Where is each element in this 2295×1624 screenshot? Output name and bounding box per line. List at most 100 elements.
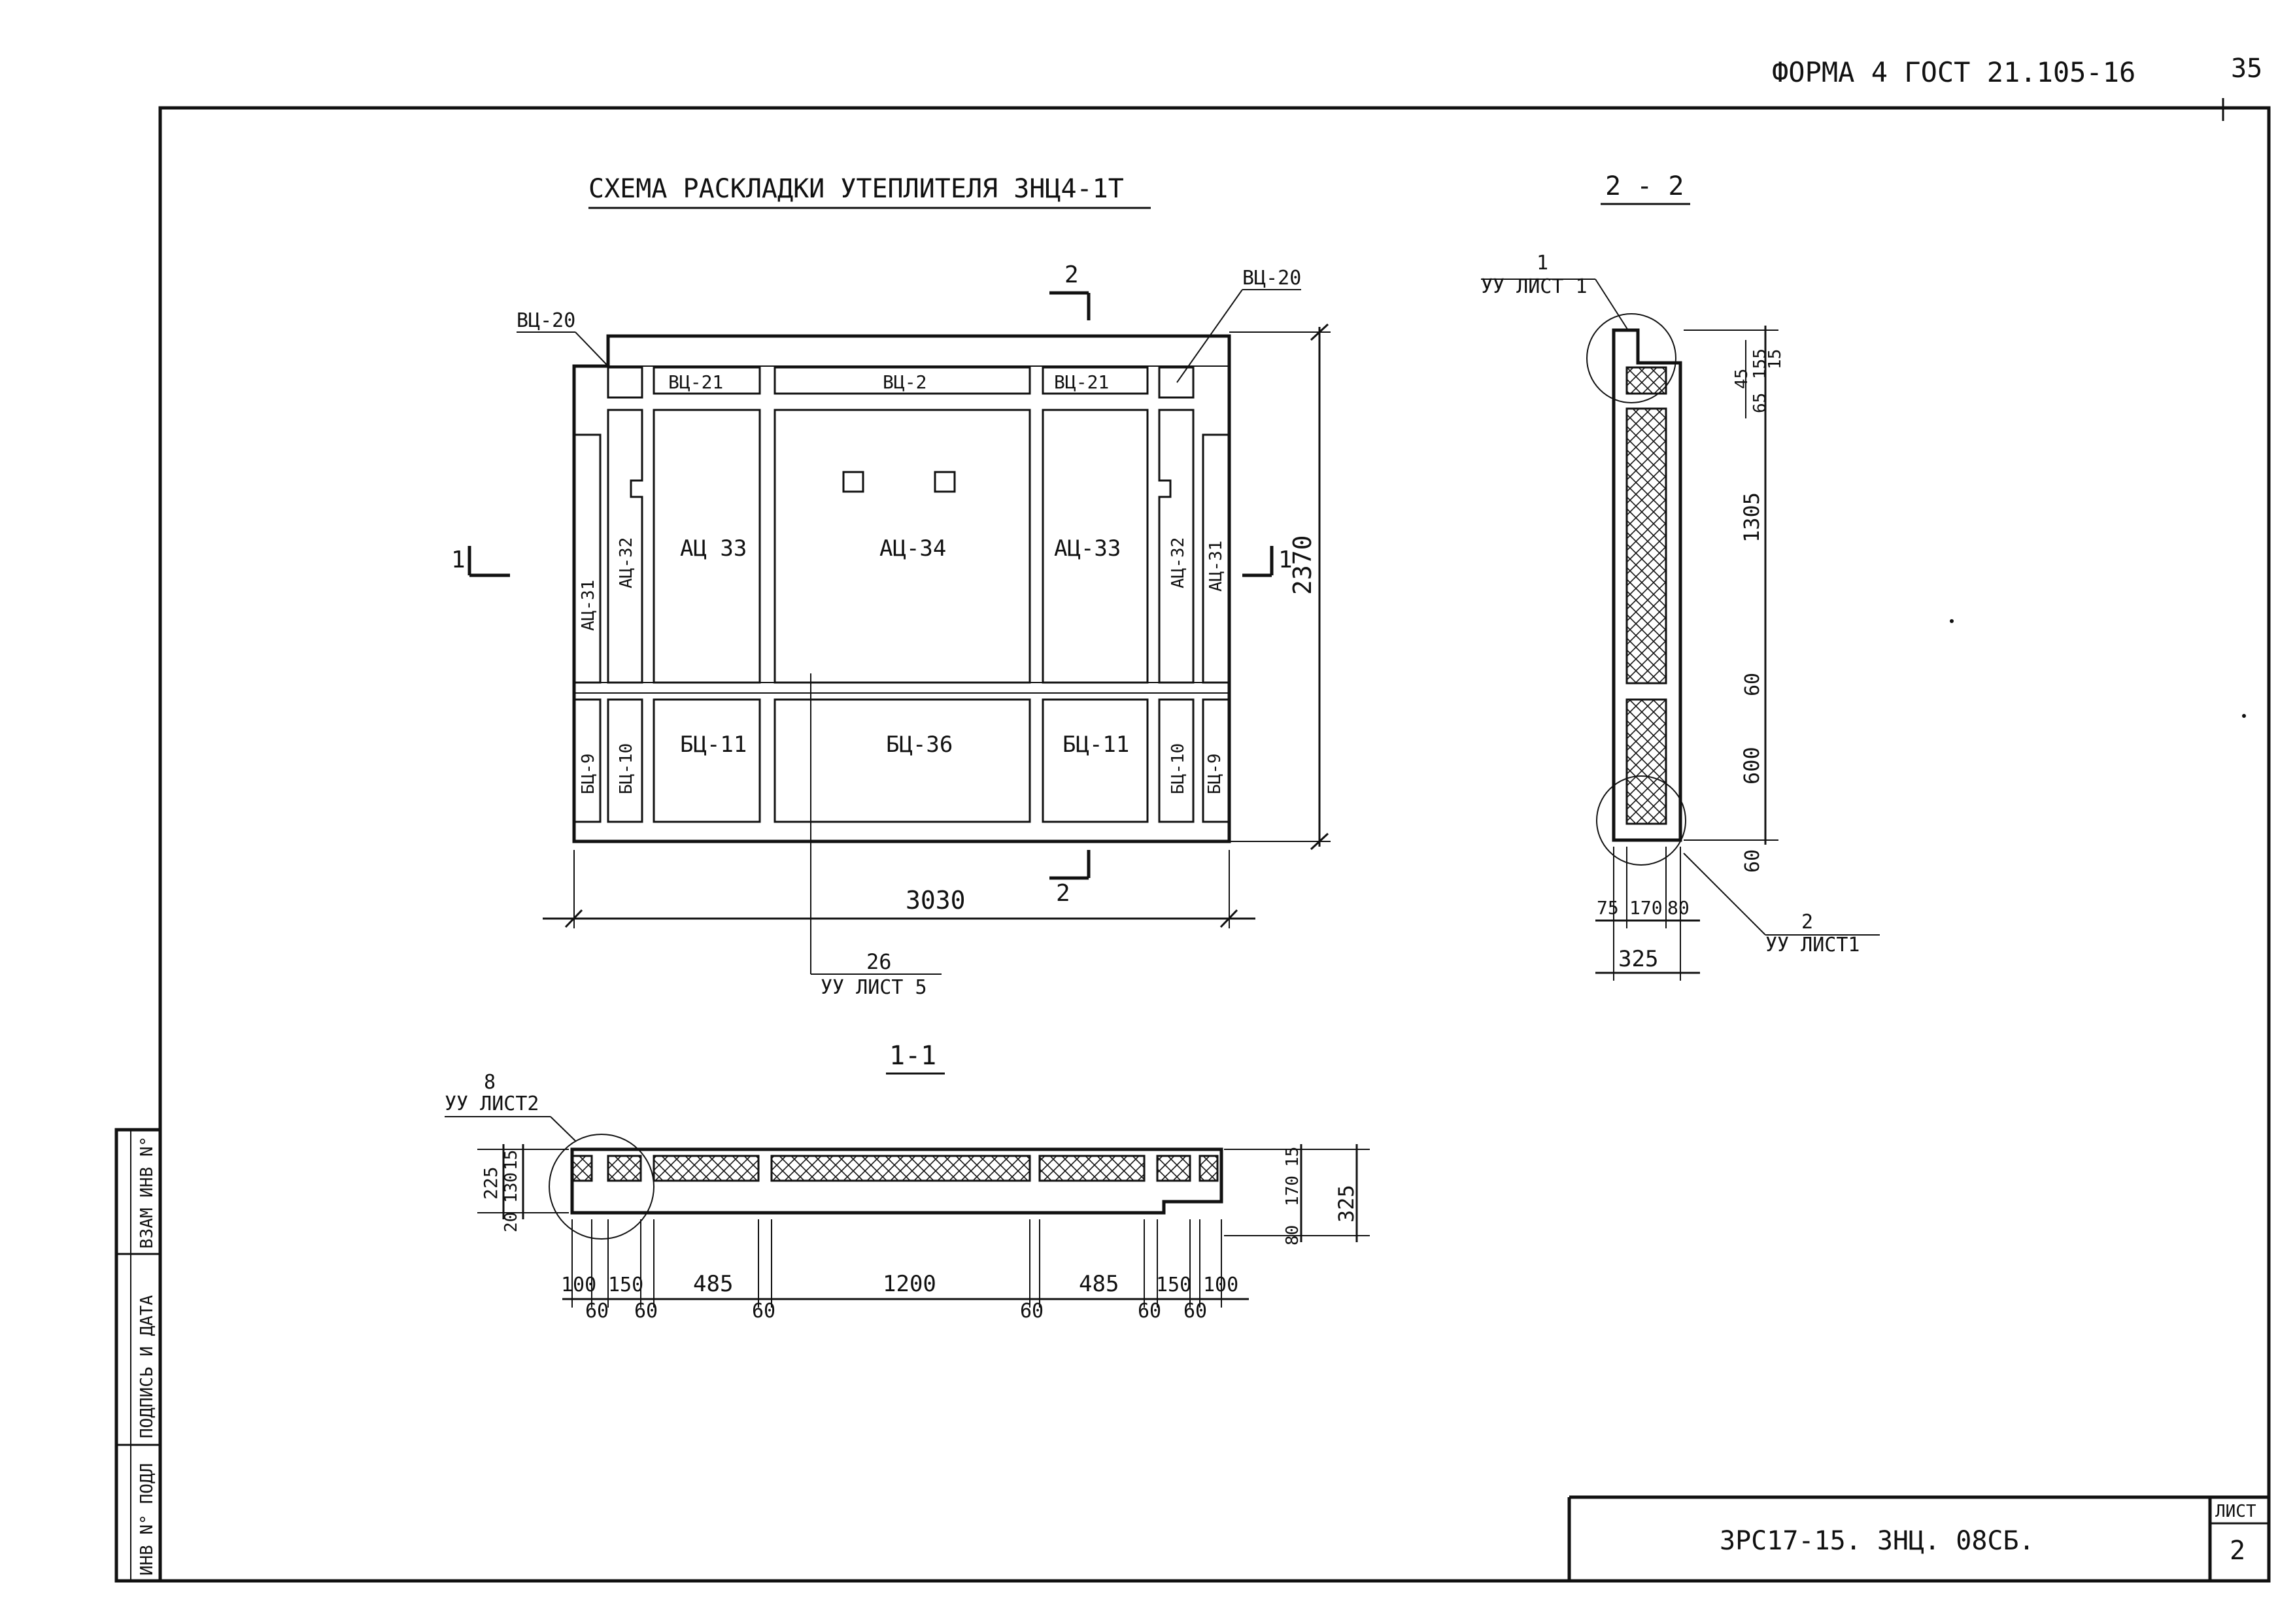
- panel-bc11-right: [1042, 698, 1149, 823]
- panel-bc9-right: [1202, 698, 1231, 823]
- dim-2-2-80: 80: [1667, 897, 1690, 919]
- panel-ac31-right: [1202, 433, 1229, 684]
- dim-1-1-right-325: 325: [1334, 1185, 1359, 1223]
- sheet-label: ЛИСТ: [2215, 1502, 2256, 1521]
- node-2-sheet: УУ ЛИСТ1: [1765, 934, 1860, 956]
- panel-bc36: [774, 698, 1031, 823]
- dim-1-1-right-170: 170: [1283, 1176, 1302, 1206]
- panel-ac31-left: [574, 433, 602, 684]
- panel-vc21-right: [1042, 366, 1149, 395]
- dim-2-2-60b: 60: [1741, 849, 1764, 873]
- panel-ac32-left: [607, 409, 643, 684]
- panel-outline: [572, 334, 1231, 843]
- sheet-frame: [158, 98, 2271, 1583]
- label-bot-center: БЦ-36: [886, 732, 953, 758]
- label-edge-left-outer: АЦ-31: [579, 580, 598, 631]
- section-2-2-body: [1612, 328, 1682, 842]
- dim-2-2-75: 75: [1597, 897, 1619, 919]
- dim-1-1-b: 150: [608, 1274, 643, 1296]
- section-1-1: 1-1 8 УУ ЛИСТ2 100 150 485: [445, 1041, 1370, 1323]
- dim-2-2-15: 15: [1765, 349, 1785, 369]
- panel-ac32-right: [1158, 409, 1195, 684]
- label-bot-mid-left: БЦ-11: [680, 732, 747, 758]
- dim-2-2-65: 65: [1750, 393, 1770, 413]
- dim-1-1-gap-5: 60: [1138, 1300, 1161, 1323]
- cut-1-left-number: 1: [451, 547, 466, 573]
- dim-2-2-600: 600: [1739, 747, 1764, 785]
- panel-bc10-left: [607, 698, 643, 823]
- label-edge-left-inner: АЦ-32: [617, 537, 636, 588]
- node-1-number: 1: [1537, 252, 1548, 275]
- main-plan: СХЕМА РАСКЛАДКИ УТЕПЛИТЕЛЯ ЗНЦ4-1Т ВЦ-21…: [451, 174, 1331, 999]
- label-edge-right-inner: АЦ-32: [1168, 537, 1188, 588]
- dim-2-2-1305: 1305: [1739, 492, 1764, 543]
- panel-ac33-left: [653, 409, 761, 684]
- cut-2-top-number: 2: [1064, 262, 1079, 288]
- node-ref-26-number: 26: [866, 949, 892, 974]
- dim-height: 2370: [1288, 535, 1317, 595]
- dim-2-2-45: 45: [1732, 369, 1752, 389]
- dim-1-1-right-15: 15: [1283, 1147, 1302, 1167]
- label-bot-mid-right: БЦ-11: [1062, 732, 1129, 758]
- node-1-circle: [1586, 313, 1676, 403]
- dim-1-1-gap-6: 60: [1183, 1300, 1207, 1323]
- panel-bc10-right: [1158, 698, 1195, 823]
- section-2-2-title: 2 - 2: [1605, 171, 1684, 201]
- dim-1-1-left-15: 15: [502, 1150, 521, 1170]
- node-2-circle: [1596, 775, 1686, 866]
- dim-1-1-e: 485: [1079, 1271, 1119, 1297]
- panel-vc21-left: [653, 366, 761, 395]
- drawing-code: ЗРС17-15. ЗНЦ. 08СБ.: [1720, 1526, 2035, 1556]
- panel-vc20-left: [607, 366, 643, 399]
- label-center: АЦ-34: [879, 535, 946, 562]
- node-ref-26-sheet: УУ ЛИСТ 5: [821, 976, 927, 999]
- panel-vc2: [774, 366, 1031, 395]
- node-2-number: 2: [1801, 911, 1813, 934]
- label-bot-left-inner: БЦ-10: [617, 743, 636, 794]
- panel-bc11-left: [653, 698, 761, 823]
- stamp-field-inventory: ИНВ N° ПОДЛ: [137, 1463, 157, 1576]
- dim-1-1-a: 100: [561, 1274, 596, 1296]
- dim-1-1-gap-4: 60: [1020, 1300, 1044, 1323]
- form-reference: ФОРМА 4 ГОСТ 21.105-16: [1772, 56, 2135, 88]
- title-block: ЗРС17-15. ЗНЦ. 08СБ. ЛИСТ 2: [1567, 1495, 2269, 1581]
- label-mid-left: АЦ 33: [680, 535, 747, 562]
- dim-2-2-155: 155: [1750, 348, 1770, 379]
- label-mid-right: АЦ-33: [1054, 535, 1121, 562]
- panel-ac33-right: [1042, 409, 1149, 684]
- dim-1-1-gap-1: 60: [585, 1300, 609, 1323]
- panel-vc20-right: [1158, 366, 1195, 399]
- label-bot-right-outer: БЦ-9: [1205, 753, 1225, 794]
- dim-2-2-325: 325: [1618, 946, 1658, 972]
- dim-1-1-left-130: 130: [502, 1172, 521, 1203]
- dim-1-1-left-20: 20: [502, 1212, 521, 1232]
- panel-ac34: [774, 409, 1031, 684]
- panel-bc9-left: [573, 698, 602, 823]
- plan-title: СХЕМА РАСКЛАДКИ УТЕПЛИТЕЛЯ ЗНЦ4-1Т: [588, 174, 1124, 204]
- dim-1-1-gap-2: 60: [634, 1300, 658, 1323]
- page-number: 35: [2231, 54, 2262, 84]
- section-2-2: 2 - 2 1 УУ ЛИСТ 1 2 УУ ЛИСТ1 15 45 155 6…: [1481, 171, 1880, 981]
- section-1-1-body: [570, 1147, 1223, 1215]
- label-top-mid: ВЦ-2: [883, 371, 926, 393]
- callout-vc20-left: ВЦ-20: [517, 309, 575, 332]
- dim-2-2-170: 170: [1629, 897, 1663, 919]
- dim-1-1-right-80: 80: [1283, 1225, 1302, 1245]
- label-bot-right-inner: БЦ-10: [1168, 743, 1188, 794]
- label-bot-left-outer: БЦ-9: [579, 753, 598, 794]
- dim-1-1-gap-3: 60: [752, 1300, 775, 1323]
- label-top-left: ВЦ-21: [668, 371, 723, 393]
- stamp-field-replacement: ВЗАМ ИНВ N°: [137, 1136, 157, 1249]
- node-8-circle: [549, 1134, 654, 1240]
- cut-1-right-number: 1: [1278, 547, 1293, 573]
- stamp-field-signature: ПОДПИСЬ И ДАТА: [137, 1295, 157, 1438]
- dim-2-2-60a: 60: [1741, 673, 1764, 696]
- cut-2-bottom-number: 2: [1056, 880, 1070, 907]
- label-top-right: ВЦ-21: [1054, 371, 1109, 393]
- opening-left: [842, 471, 864, 493]
- node-8-number: 8: [484, 1071, 496, 1094]
- opening-right: [934, 471, 956, 493]
- dim-1-1-c: 485: [693, 1271, 733, 1297]
- section-1-1-title: 1-1: [889, 1041, 936, 1071]
